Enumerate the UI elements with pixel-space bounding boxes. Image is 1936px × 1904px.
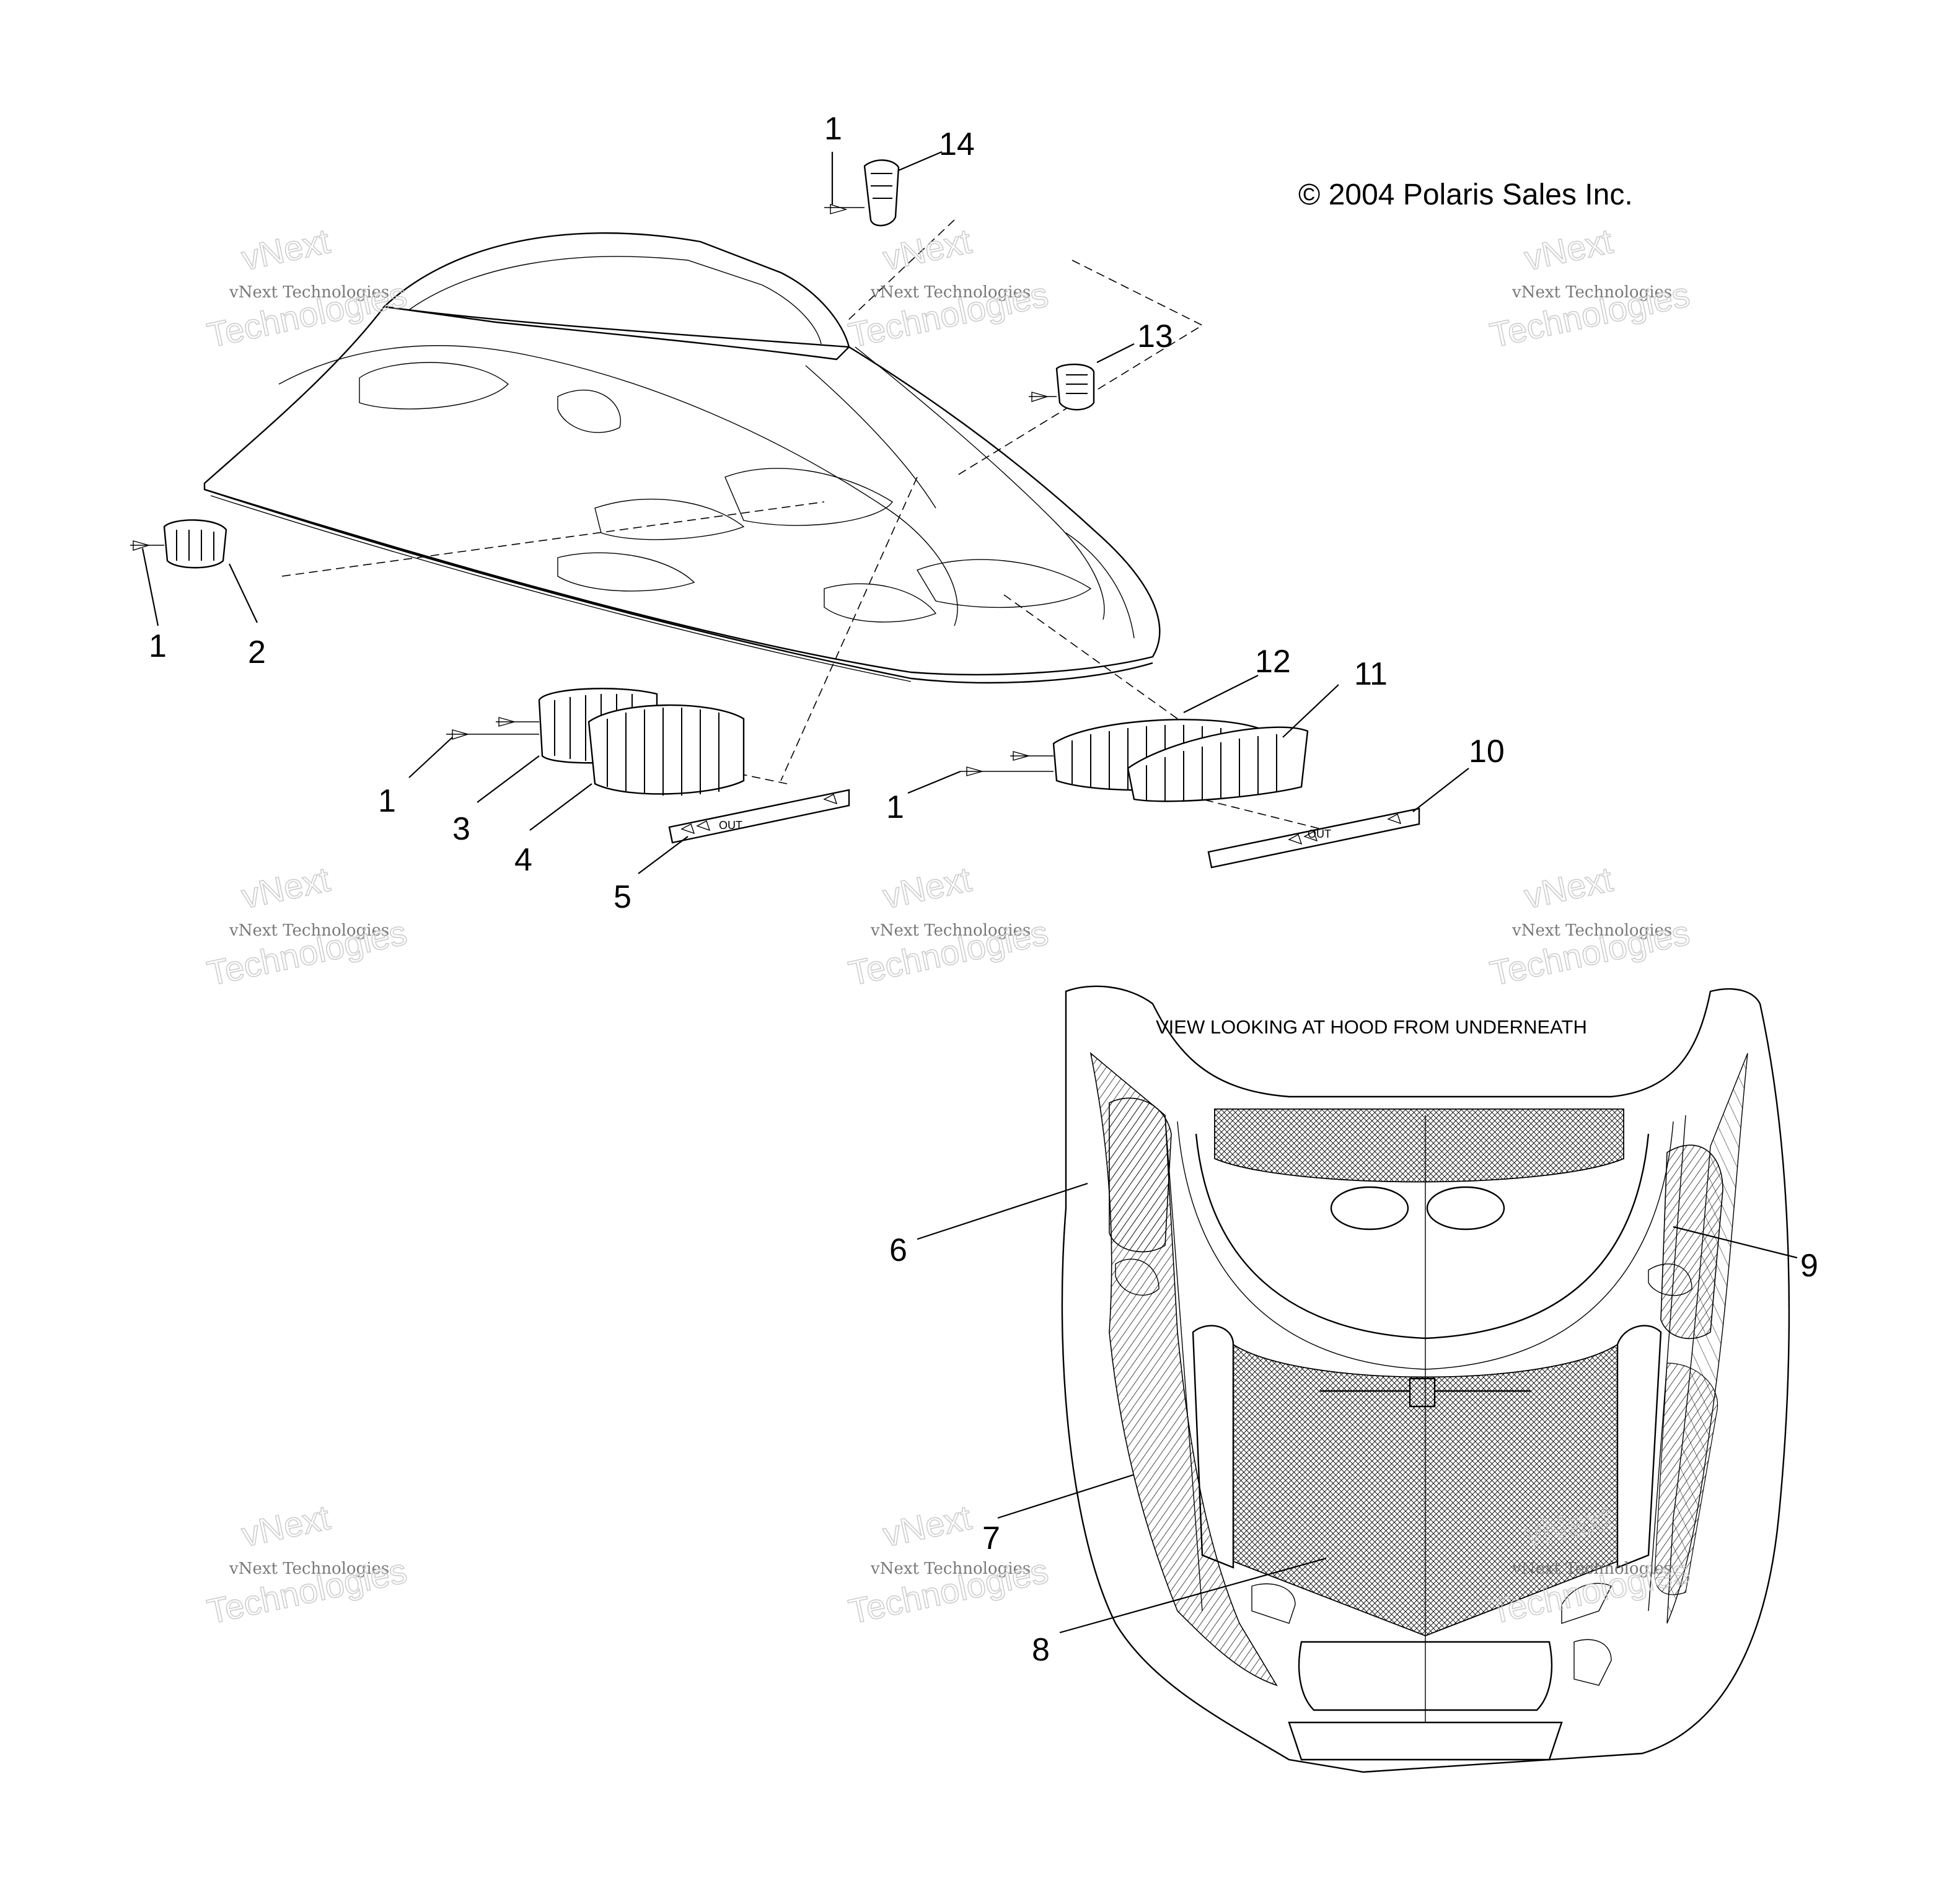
callout-6: 6 <box>889 1232 907 1268</box>
callout-1: 1 <box>149 628 167 664</box>
svg-text:vNext Technologies: vNext Technologies <box>1511 283 1672 302</box>
callout-14: 14 <box>939 126 975 162</box>
svg-text:vNext: vNext <box>238 859 333 916</box>
watermark: vNext vNext Technologies Technologies <box>1486 221 1693 355</box>
callout-1: 1 <box>824 111 842 147</box>
watermark: vNext vNext Technologies Technologies <box>845 859 1052 993</box>
decal-out-right: OUT <box>1308 828 1331 840</box>
svg-text:vNext Technologies: vNext Technologies <box>1511 921 1672 940</box>
callout-numbers: 1 14 13 1 2 12 11 10 1 3 4 5 1 6 9 7 8 <box>149 111 1818 1668</box>
svg-text:vNext: vNext <box>879 221 975 278</box>
callout-8: 8 <box>1032 1632 1050 1668</box>
callout-9: 9 <box>1800 1248 1818 1284</box>
svg-text:vNext: vNext <box>238 1498 333 1554</box>
callout-12: 12 <box>1255 644 1291 680</box>
callout-13: 13 <box>1137 318 1173 354</box>
callout-3: 3 <box>452 811 470 847</box>
leader-lines <box>141 151 1798 1634</box>
watermark: vNext vNext Technologies Technologies <box>1486 859 1693 993</box>
callout-7: 7 <box>982 1520 1000 1556</box>
svg-text:vNext: vNext <box>879 1498 975 1554</box>
watermark: vNext vNext Technologies Technologies <box>203 1497 410 1631</box>
watermark: vNext vNext Technologies Technologies <box>203 221 410 355</box>
svg-text:vNext: vNext <box>238 221 333 278</box>
svg-text:vNext Technologies: vNext Technologies <box>1511 1560 1672 1578</box>
svg-text:vNext Technologies: vNext Technologies <box>870 1560 1031 1578</box>
watermark: vNext vNext Technologies Technologies <box>845 221 1052 355</box>
svg-text:vNext: vNext <box>1521 859 1616 916</box>
hood-top-view <box>203 232 1161 684</box>
part-14-clip <box>824 159 900 227</box>
callout-5: 5 <box>614 879 631 915</box>
copyright-notice: © 2004 Polaris Sales Inc. <box>1298 178 1633 211</box>
svg-text:vNext Technologies: vNext Technologies <box>870 283 1031 302</box>
part-5-decal: OUT <box>668 789 850 844</box>
callout-1: 1 <box>378 783 396 819</box>
svg-text:vNext Technologies: vNext Technologies <box>229 921 389 940</box>
callout-1: 1 <box>886 789 904 825</box>
svg-text:vNext: vNext <box>879 859 975 916</box>
view-caption: VIEW LOOKING AT HOOD FROM UNDERNEATH <box>1156 1016 1587 1038</box>
callout-11: 11 <box>1354 656 1388 692</box>
svg-text:vNext Technologies: vNext Technologies <box>229 1560 389 1578</box>
watermark: vNext vNext Technologies Technologies <box>845 1497 1052 1631</box>
callout-10: 10 <box>1469 734 1505 770</box>
decal-out-left: OUT <box>719 819 742 831</box>
callout-4: 4 <box>514 842 532 878</box>
callout-2: 2 <box>248 634 266 670</box>
svg-text:vNext Technologies: vNext Technologies <box>870 921 1031 940</box>
svg-text:vNext Technologies: vNext Technologies <box>229 283 389 302</box>
hood-underneath-view <box>1061 985 1790 1773</box>
part-3-4-vents <box>446 688 745 796</box>
svg-text:vNext: vNext <box>1521 221 1616 278</box>
part-2-vent <box>130 519 227 569</box>
part-10-decal: OUT <box>1207 807 1420 869</box>
part-11-12-vents <box>961 719 1309 802</box>
part-13-vent <box>1029 363 1095 411</box>
watermark: vNext vNext Technologies Technologies <box>203 859 410 993</box>
